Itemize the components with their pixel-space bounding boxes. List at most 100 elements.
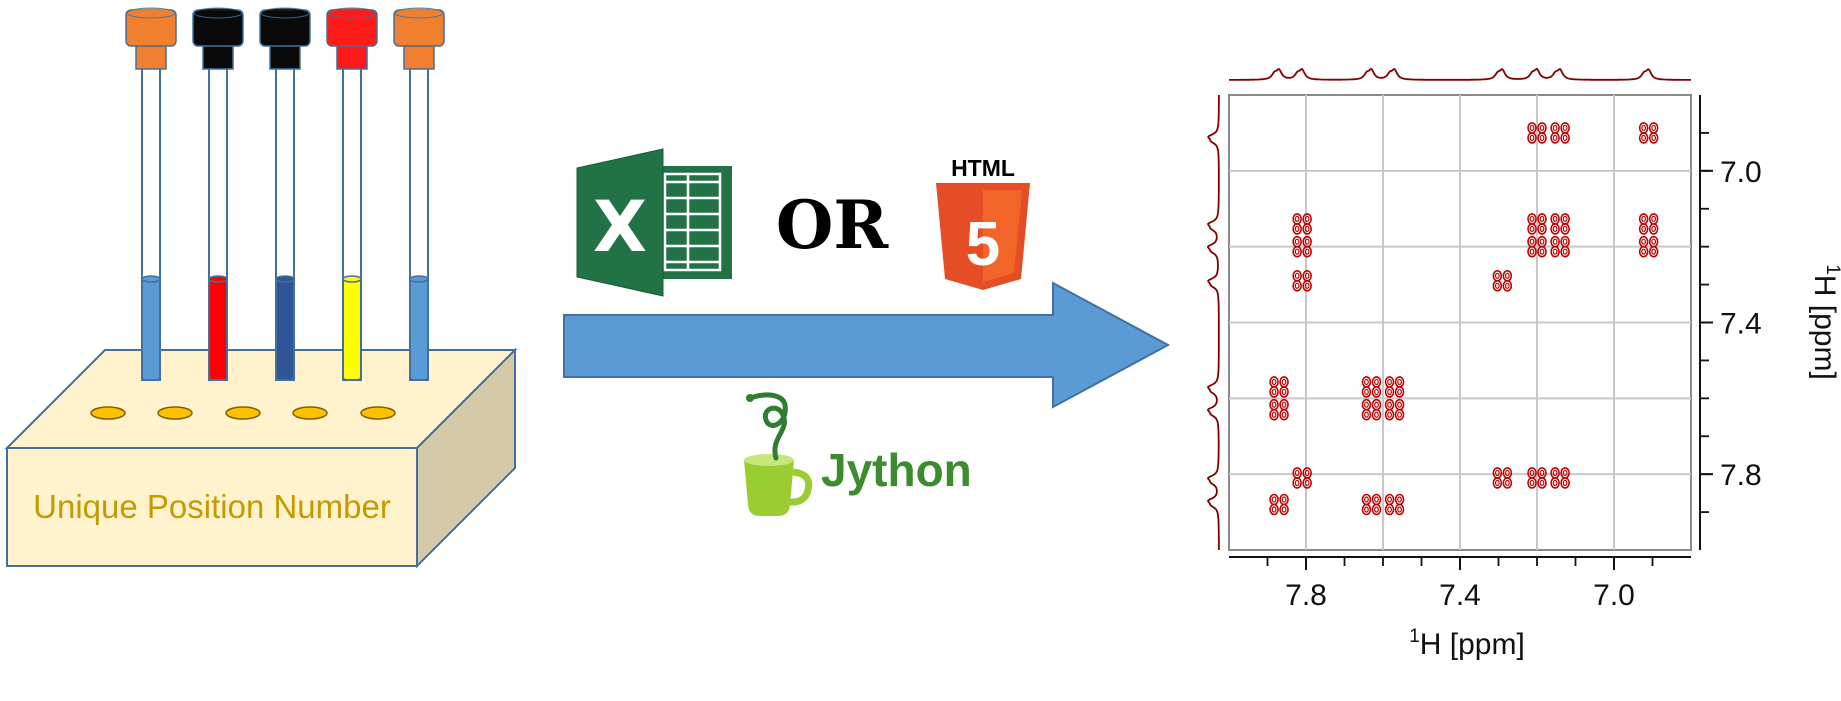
contour-ring: [1504, 282, 1510, 289]
contour-ring: [1397, 388, 1402, 396]
contour-ring: [1371, 386, 1382, 398]
contour-ring: [1271, 378, 1277, 386]
cross-peak: [1292, 467, 1312, 489]
contour-ring: [1529, 238, 1535, 245]
contour-ring: [1294, 469, 1300, 477]
contour-ring: [1364, 378, 1369, 386]
cross-peak: [1361, 398, 1382, 421]
contour-ring: [1638, 223, 1649, 235]
contour-ring: [1552, 124, 1558, 132]
cross-peak: [1550, 235, 1570, 258]
cross-peak: [1638, 235, 1659, 258]
contour-ring: [1550, 223, 1560, 235]
contour-ring: [1271, 401, 1277, 408]
contour-ring: [1384, 386, 1395, 398]
cross-peak: [1492, 269, 1513, 292]
contour-ring: [1281, 496, 1287, 503]
contour-ring: [1397, 378, 1402, 386]
contour-ring: [1384, 503, 1395, 516]
contour-ring: [1304, 215, 1310, 223]
tube-cap-stem: [403, 43, 435, 70]
contour-ring: [1651, 124, 1657, 132]
contour-ring: [1492, 279, 1503, 292]
contour-ring: [1539, 134, 1545, 142]
cross-peak: [1269, 376, 1289, 398]
left-projection: [1206, 95, 1220, 550]
contour-ring: [1641, 225, 1647, 233]
contour-ring: [1504, 479, 1510, 487]
contour-ring: [1648, 245, 1659, 258]
contour-ring: [1529, 124, 1535, 132]
contour-ring: [1562, 238, 1568, 245]
cross-peak: [1638, 122, 1659, 144]
contour-ring: [1494, 282, 1500, 289]
contour-ring: [1550, 245, 1560, 258]
contour-ring: [1560, 132, 1570, 144]
contour-ring: [1494, 479, 1500, 487]
contour-ring: [1641, 124, 1647, 132]
contour-ring: [1281, 378, 1287, 386]
contour-ring: [1271, 506, 1277, 513]
cross-peak: [1384, 493, 1405, 516]
contour-ring: [1281, 388, 1287, 396]
contour-ring: [1552, 479, 1558, 487]
jython-cup: [744, 460, 794, 516]
contour-ring: [1527, 132, 1537, 144]
tube-liquid: [141, 278, 161, 381]
contour-ring: [1387, 388, 1392, 396]
contour-ring: [1550, 477, 1560, 489]
contour-ring: [1560, 223, 1570, 235]
contour-ring: [1294, 272, 1300, 279]
contour-ring: [1271, 411, 1277, 418]
process-arrow: [563, 281, 1171, 409]
contour-ring: [1364, 388, 1369, 396]
contour-ring: [1279, 503, 1289, 516]
contour-ring: [1537, 223, 1547, 235]
contour-ring: [1641, 238, 1647, 245]
contour-ring: [1269, 503, 1279, 516]
contour-ring: [1651, 238, 1657, 245]
contour-ring: [1492, 477, 1503, 489]
cross-peak: [1269, 398, 1289, 421]
html5-badge: 5: [966, 210, 1000, 279]
tube-cap-stem: [135, 43, 167, 70]
contour-ring: [1552, 225, 1558, 233]
contour-ring: [1502, 279, 1513, 292]
html5-label: HTML: [951, 155, 1015, 181]
contour-ring: [1394, 408, 1405, 421]
contour-ring: [1560, 245, 1570, 258]
cross-peak: [1527, 213, 1547, 235]
contour-ring: [1302, 223, 1312, 235]
contour-ring: [1397, 411, 1402, 418]
contour-ring: [1304, 238, 1310, 245]
contour-ring: [1374, 496, 1379, 503]
contour-ring: [1539, 479, 1545, 487]
contour-ring: [1294, 479, 1300, 487]
contour-ring: [1529, 215, 1535, 223]
tube-cap-stem: [336, 43, 368, 70]
contour-ring: [1537, 477, 1547, 489]
contour-ring: [1641, 248, 1647, 255]
contour-ring: [1387, 378, 1392, 386]
jython-logo: Jython: [744, 392, 972, 516]
y-tick-label: 7.4: [1720, 308, 1762, 341]
tube-cap-stem: [269, 43, 301, 70]
excel-icon: X: [576, 148, 732, 297]
contour-ring: [1562, 248, 1568, 255]
contour-ring: [1269, 386, 1279, 398]
contour-ring: [1394, 503, 1405, 516]
contour-ring: [1529, 225, 1535, 233]
contour-ring: [1529, 134, 1535, 142]
contour-ring: [1279, 408, 1289, 421]
rack-label: Unique Position Number: [33, 488, 391, 525]
contour-ring: [1281, 401, 1287, 408]
contour-ring: [1562, 215, 1568, 223]
contour-ring: [1539, 124, 1545, 132]
tube-meniscus: [409, 275, 429, 283]
contour-ring: [1562, 225, 1568, 233]
jython-cup-handle: [789, 468, 813, 506]
y-axis-label: 1H [ppm]: [1808, 264, 1841, 380]
contour-ring: [1361, 386, 1372, 398]
